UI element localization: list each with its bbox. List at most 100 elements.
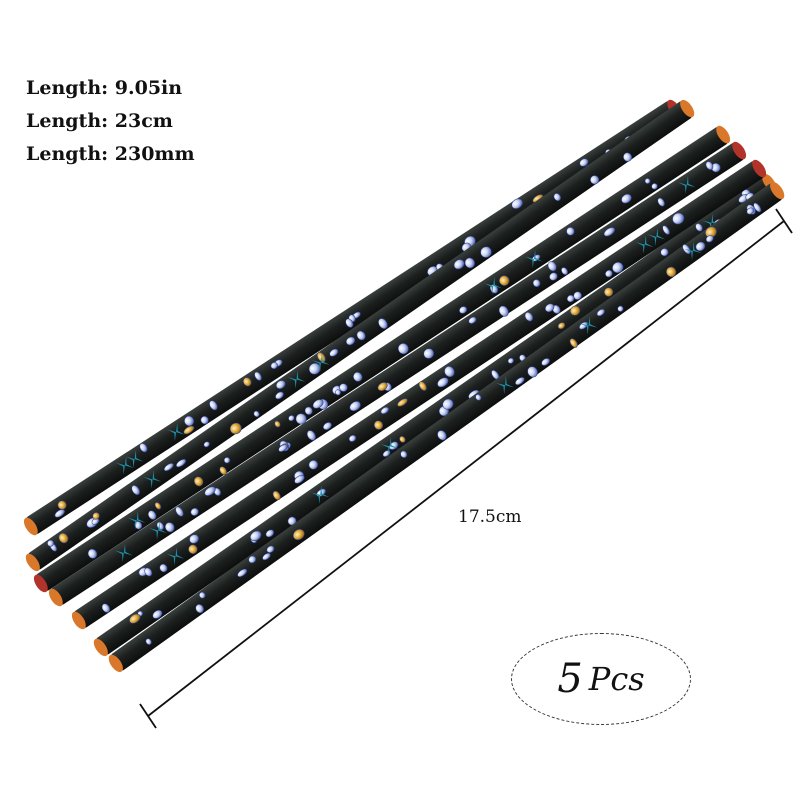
- butterfly-decoration: [677, 175, 696, 194]
- gem-decoration: [144, 567, 153, 577]
- butterfly-decoration: [114, 543, 133, 563]
- gem-decoration: [524, 311, 534, 322]
- gem-decoration: [47, 539, 55, 547]
- gold-decoration: [705, 226, 717, 238]
- pencil-tip: [48, 588, 63, 607]
- gem-decoration: [248, 555, 257, 564]
- pencil-body: [36, 127, 728, 591]
- gem-decoration: [54, 509, 65, 518]
- gold-decoration: [188, 544, 198, 554]
- pencil: [71, 159, 767, 630]
- gem-decoration: [308, 362, 321, 375]
- gem-decoration: [660, 248, 669, 257]
- gem-decoration: [566, 227, 575, 236]
- gem-decoration: [549, 272, 558, 281]
- product-specs: Length: 9.05in Length: 23cm Length: 230m…: [26, 72, 195, 171]
- pencil: [108, 181, 785, 673]
- pencil-tip: [25, 553, 40, 572]
- gem-decoration: [353, 372, 363, 382]
- gem-decoration: [294, 474, 305, 484]
- butterfly-decoration: [647, 227, 666, 246]
- pencil: [25, 99, 695, 572]
- gem-decoration: [308, 460, 319, 470]
- gem-decoration: [270, 362, 278, 370]
- gem-decoration: [480, 246, 492, 258]
- gem-decoration: [566, 294, 575, 303]
- gold-decoration: [666, 266, 677, 278]
- pencil-body: [74, 161, 764, 628]
- butterfly-decoration: [484, 276, 503, 295]
- gem-decoration: [175, 506, 184, 517]
- gem-decoration: [306, 430, 316, 441]
- pencil-end: [680, 99, 695, 118]
- gem-decoration: [262, 552, 271, 561]
- gem-decoration: [152, 610, 163, 619]
- gem-decoration: [278, 444, 288, 452]
- gem-decoration: [705, 161, 714, 170]
- butterfly-decoration: [143, 470, 162, 489]
- spec-length-inches: Length: 9.05in: [26, 77, 183, 99]
- gem-decoration: [356, 330, 366, 341]
- gold-decoration: [569, 338, 578, 348]
- gem-decoration: [147, 510, 157, 520]
- butterfly-decoration: [496, 375, 514, 395]
- gold-decoration: [499, 275, 510, 286]
- gem-decoration: [644, 178, 651, 184]
- butterfly-decoration: [579, 316, 598, 335]
- spec-length-cm: Length: 23cm: [26, 110, 173, 132]
- gem-decoration: [459, 306, 468, 314]
- gem-decoration: [532, 279, 541, 288]
- pencil-end: [770, 181, 785, 200]
- spec-length-mm: Length: 230mm: [26, 143, 195, 165]
- gem-decoration: [746, 207, 755, 215]
- gem-decoration: [662, 225, 670, 235]
- pencil-end: [752, 159, 767, 178]
- gem-decoration: [695, 241, 706, 252]
- pencil-body: [110, 183, 783, 671]
- gem-decoration: [329, 348, 339, 357]
- gem-decoration: [164, 522, 175, 533]
- pencil-tip: [108, 654, 123, 673]
- gem-decoration: [209, 400, 218, 411]
- gem-decoration: [91, 518, 100, 525]
- gem-decoration: [199, 591, 206, 599]
- gem-decoration: [705, 235, 714, 243]
- butterfly-decoration: [149, 521, 168, 540]
- gem-decoration: [265, 529, 275, 538]
- gold-decoration: [373, 420, 384, 430]
- butterfly-decoration: [683, 241, 702, 261]
- gem-decoration: [131, 485, 141, 495]
- gem-decoration: [203, 441, 210, 448]
- gem-decoration: [339, 383, 348, 392]
- gem-decoration: [163, 463, 174, 472]
- gold-decoration: [377, 382, 388, 392]
- gem-decoration: [349, 401, 361, 412]
- gem-decoration: [380, 406, 389, 414]
- gold-decoration: [58, 532, 69, 544]
- gem-decoration: [695, 223, 703, 232]
- butterfly-decoration: [287, 370, 306, 389]
- gold-decoration: [193, 476, 204, 487]
- gem-decoration: [651, 183, 658, 190]
- gem-decoration: [145, 638, 152, 645]
- gem-decoration: [561, 267, 568, 275]
- gem-decoration: [195, 604, 204, 614]
- pencil-end: [732, 141, 747, 160]
- gem-decoration: [345, 336, 356, 346]
- gem-decoration: [200, 415, 209, 425]
- pencil-bundle: [23, 99, 785, 673]
- gold-decoration: [292, 529, 305, 541]
- gem-decoration: [464, 257, 476, 269]
- gem-decoration: [527, 366, 538, 378]
- pencil-body: [51, 143, 744, 605]
- gem-decoration: [423, 348, 435, 359]
- gold-decoration: [570, 305, 581, 316]
- gem-decoration: [444, 366, 455, 378]
- gem-decoration: [672, 212, 685, 225]
- dimension-line: [139, 208, 793, 729]
- gem-decoration: [101, 603, 111, 613]
- quantity-badge: 5 Pcs: [511, 633, 691, 725]
- gem-decoration: [617, 305, 624, 312]
- gem-decoration: [288, 415, 295, 422]
